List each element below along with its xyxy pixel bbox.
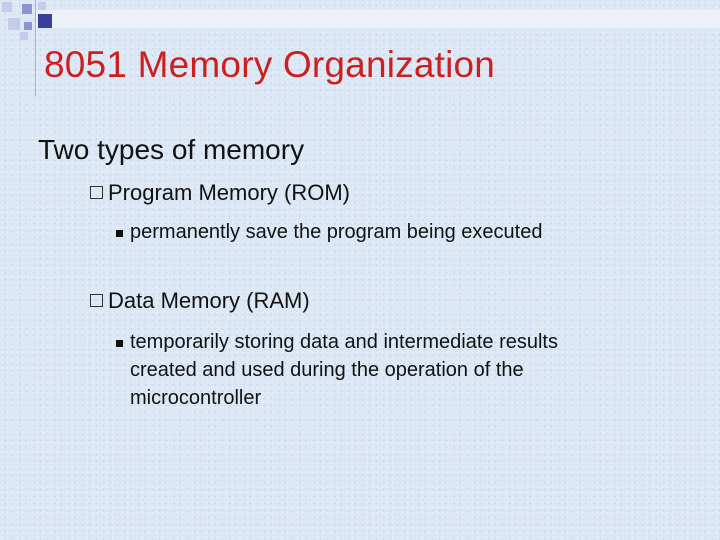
decor-square — [20, 32, 28, 40]
program-memory-item: Program Memory (ROM) — [90, 180, 350, 206]
detail-line: microcontroller — [130, 387, 262, 409]
detail-line: created and used during the operation of… — [130, 359, 524, 381]
decorative-line — [35, 0, 36, 96]
checkbox-bullet-icon — [90, 186, 103, 199]
slide-title: 8051 Memory Organization — [44, 44, 496, 85]
data-memory-detail: temporarily storing data and intermediat… — [116, 331, 558, 412]
header-bar — [36, 10, 720, 28]
program-memory-label: Program Memory (ROM) — [108, 180, 351, 205]
heading: Two types of memory — [38, 134, 305, 165]
square-bullet-icon — [116, 340, 123, 347]
program-memory-detail-text: permanently save the program being execu… — [130, 221, 543, 243]
decor-square — [2, 2, 12, 12]
decor-square — [22, 4, 32, 14]
decor-square — [24, 22, 32, 30]
decor-square — [38, 2, 46, 10]
program-memory-detail: permanently save the program being execu… — [116, 221, 542, 246]
data-memory-item: Data Memory (RAM) — [90, 288, 310, 314]
checkbox-bullet-icon — [90, 294, 103, 307]
square-bullet-icon — [116, 230, 123, 237]
decor-square — [8, 18, 20, 30]
data-memory-label: Data Memory (RAM) — [108, 288, 310, 313]
data-memory-detail-text: temporarily storing data and intermediat… — [130, 328, 558, 412]
detail-line: temporarily storing data and intermediat… — [130, 331, 558, 353]
decorative-header — [0, 0, 720, 96]
decor-square — [38, 14, 52, 28]
